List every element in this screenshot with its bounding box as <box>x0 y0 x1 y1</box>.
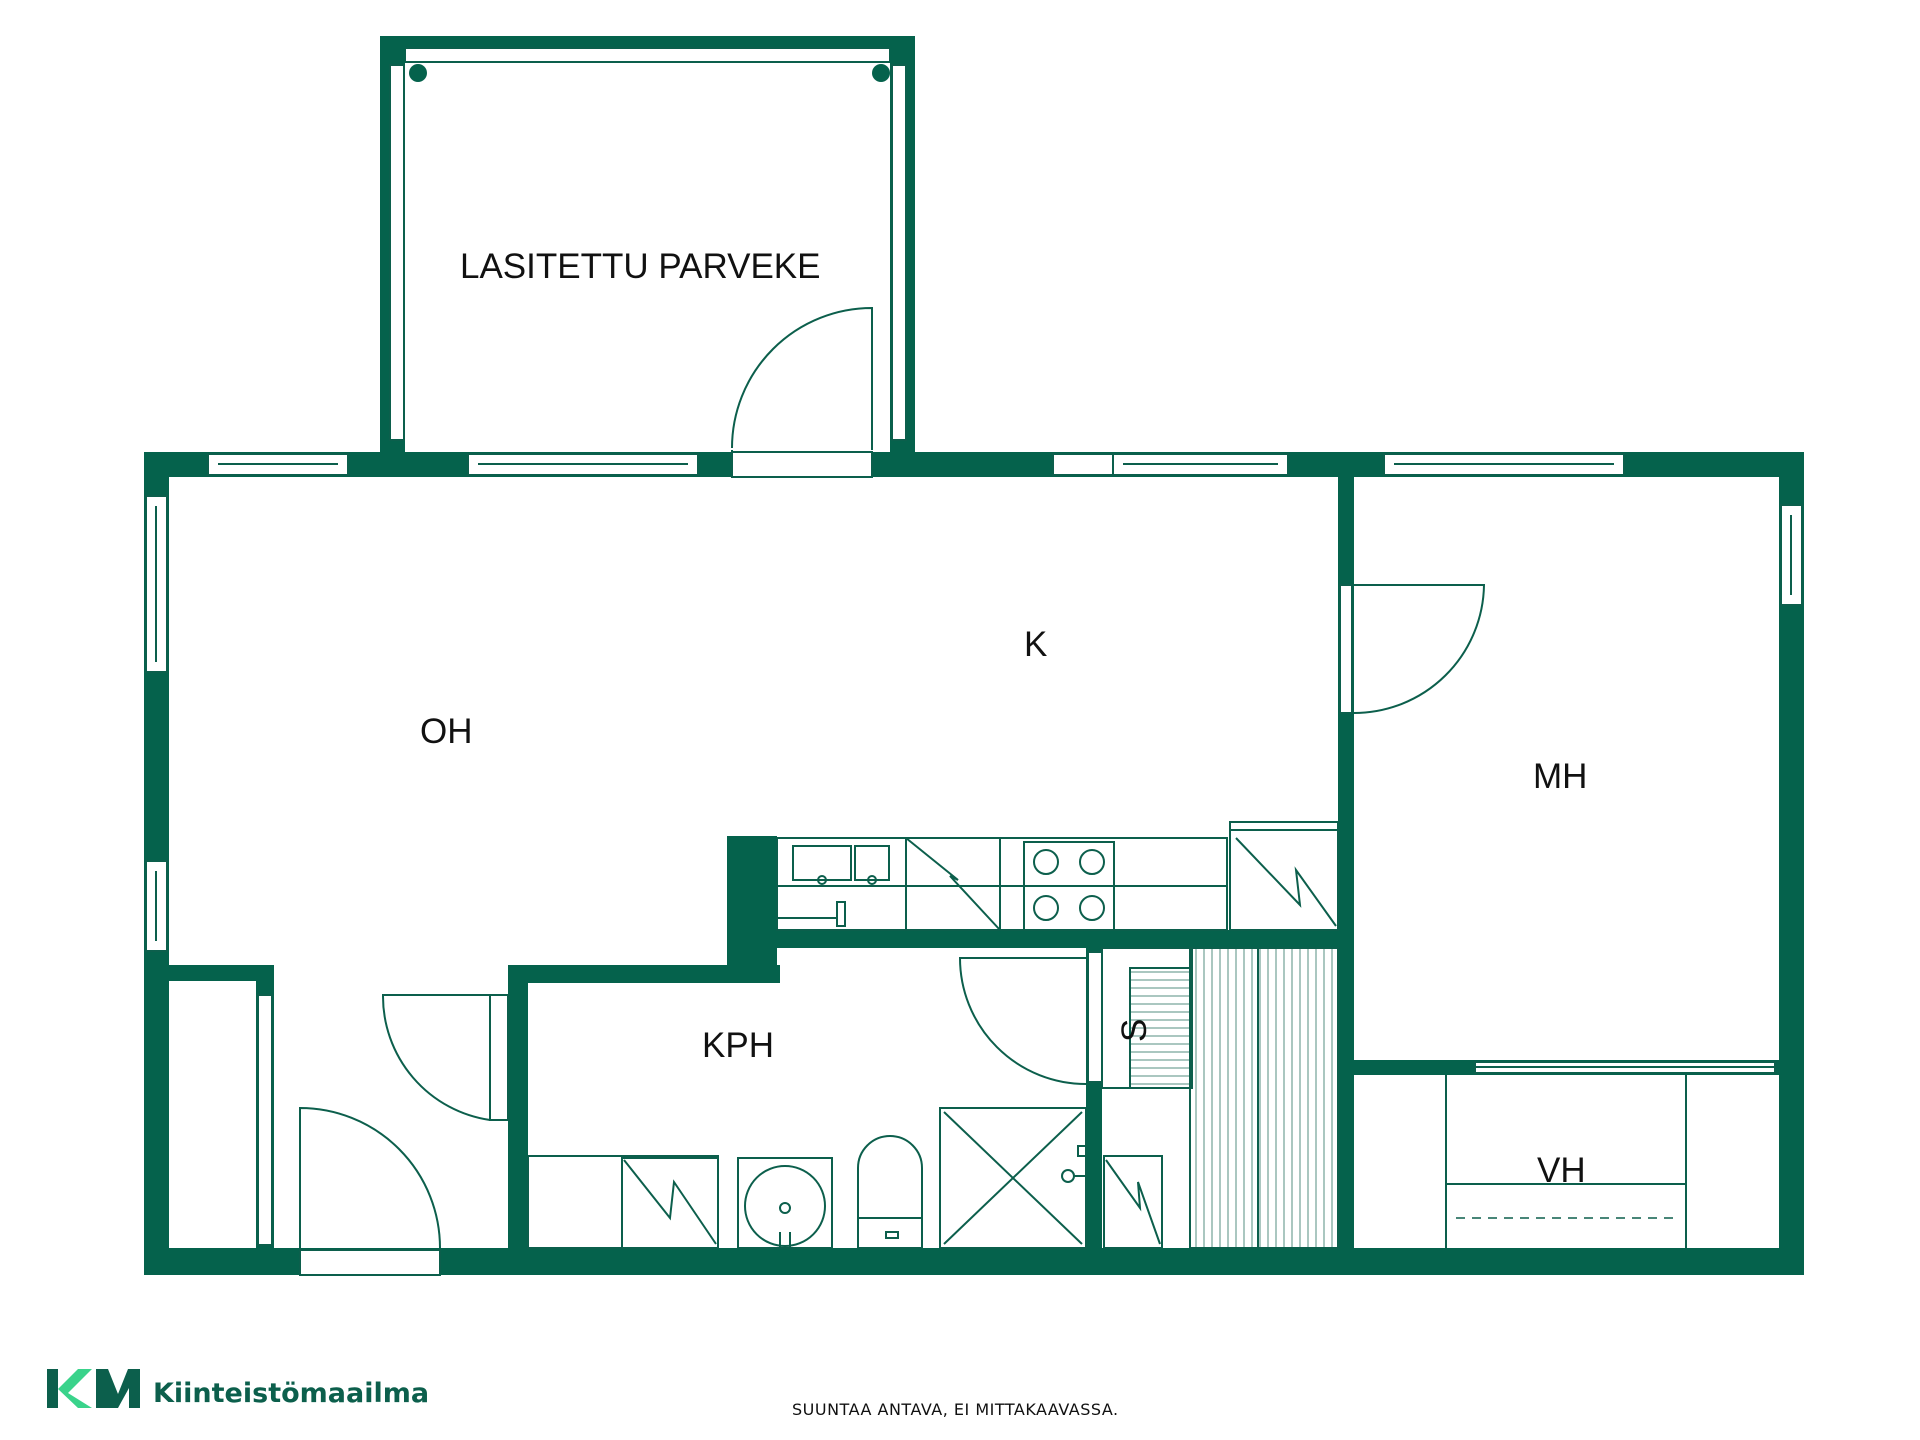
doors <box>257 306 1776 1276</box>
room-label-living: OH <box>420 712 473 751</box>
windows <box>145 453 1803 952</box>
room-label-bedroom: MH <box>1533 757 1587 796</box>
balcony-post-left <box>409 64 427 82</box>
room-label-balcony: LASITETTU PARVEKE <box>460 247 820 286</box>
room-label-kitchen: K <box>1024 625 1047 664</box>
room-label-sauna: S <box>1115 1019 1154 1042</box>
scale-disclaimer: SUUNTAA ANTAVA, EI MITTAKAAVASSA. <box>792 1400 1119 1419</box>
brand-name: Kiinteistömaailma <box>153 1378 429 1409</box>
room-label-wardrobe: VH <box>1537 1151 1586 1190</box>
balcony-post-right <box>872 64 890 82</box>
room-label-bathroom: KPH <box>702 1026 774 1065</box>
kitchen-counter <box>776 821 1339 931</box>
bathroom-fixtures <box>527 1107 1087 1249</box>
balcony-frame <box>380 36 915 456</box>
wardrobe-shelves <box>1445 1075 1687 1248</box>
km-logo-icon <box>47 1369 140 1408</box>
sauna <box>1101 947 1339 1249</box>
